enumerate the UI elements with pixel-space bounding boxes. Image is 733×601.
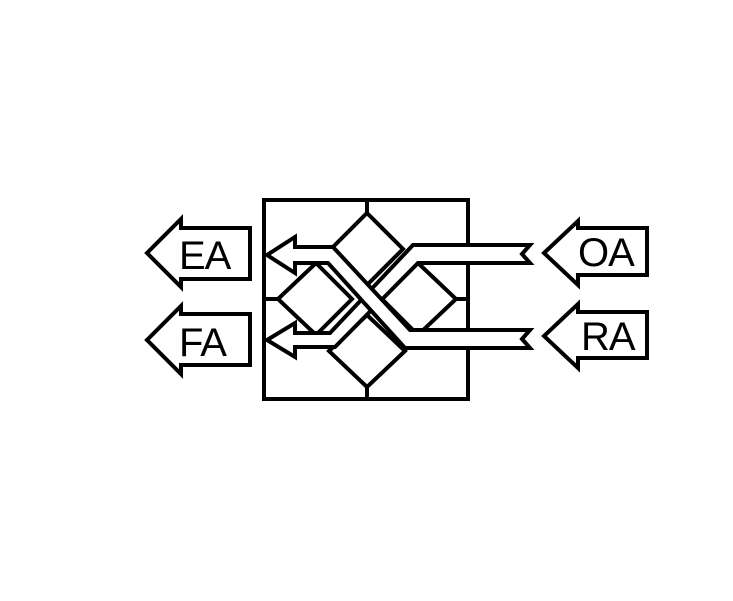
label-ra: RA (581, 315, 636, 359)
label-oa: OA (578, 231, 635, 275)
arrow-oa: OA (541, 216, 649, 290)
arrow-ra: RA (541, 299, 649, 373)
arrow-fa: FA (144, 301, 252, 379)
airflow-oa-to-fa (263, 243, 535, 361)
airflow-ra-to-ea (263, 233, 535, 350)
arrow-fa-outline (144, 301, 252, 379)
arrow-ea-outline (144, 214, 252, 292)
arrow-ea: EA (144, 214, 252, 292)
label-ea: EA (179, 234, 232, 278)
label-fa: FA (179, 321, 227, 365)
arrow-ra-outline (541, 299, 649, 373)
arrow-oa-outline (541, 216, 649, 290)
